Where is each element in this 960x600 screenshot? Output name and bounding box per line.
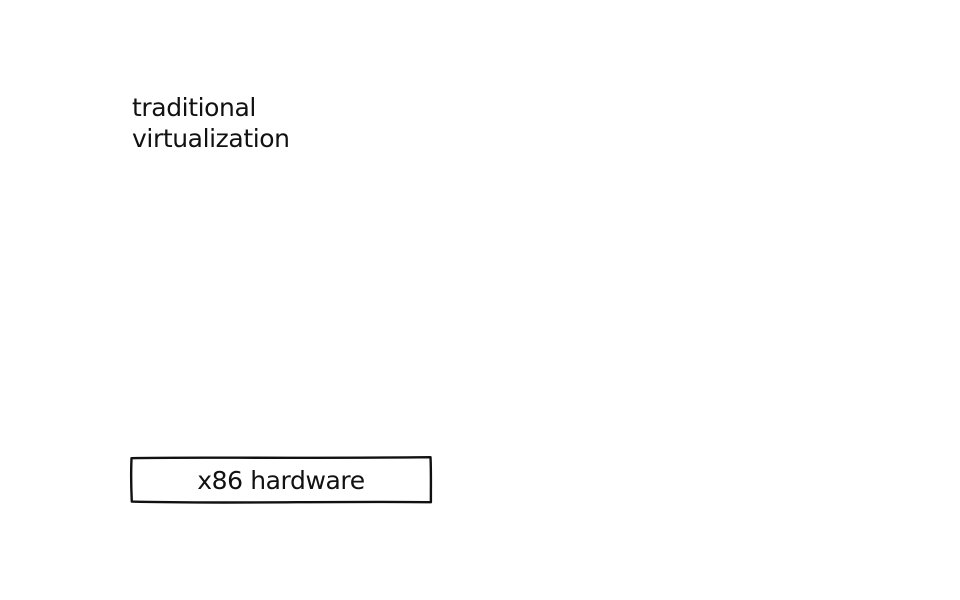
title-line-1: traditional	[132, 93, 256, 122]
diagram-title: traditional virtualization	[132, 92, 392, 154]
x86-hardware-box: x86 hardware	[129, 456, 433, 504]
hardware-label: x86 hardware	[197, 466, 365, 495]
hardware-box-outline	[129, 456, 433, 504]
title-line-2: virtualization	[132, 124, 290, 153]
